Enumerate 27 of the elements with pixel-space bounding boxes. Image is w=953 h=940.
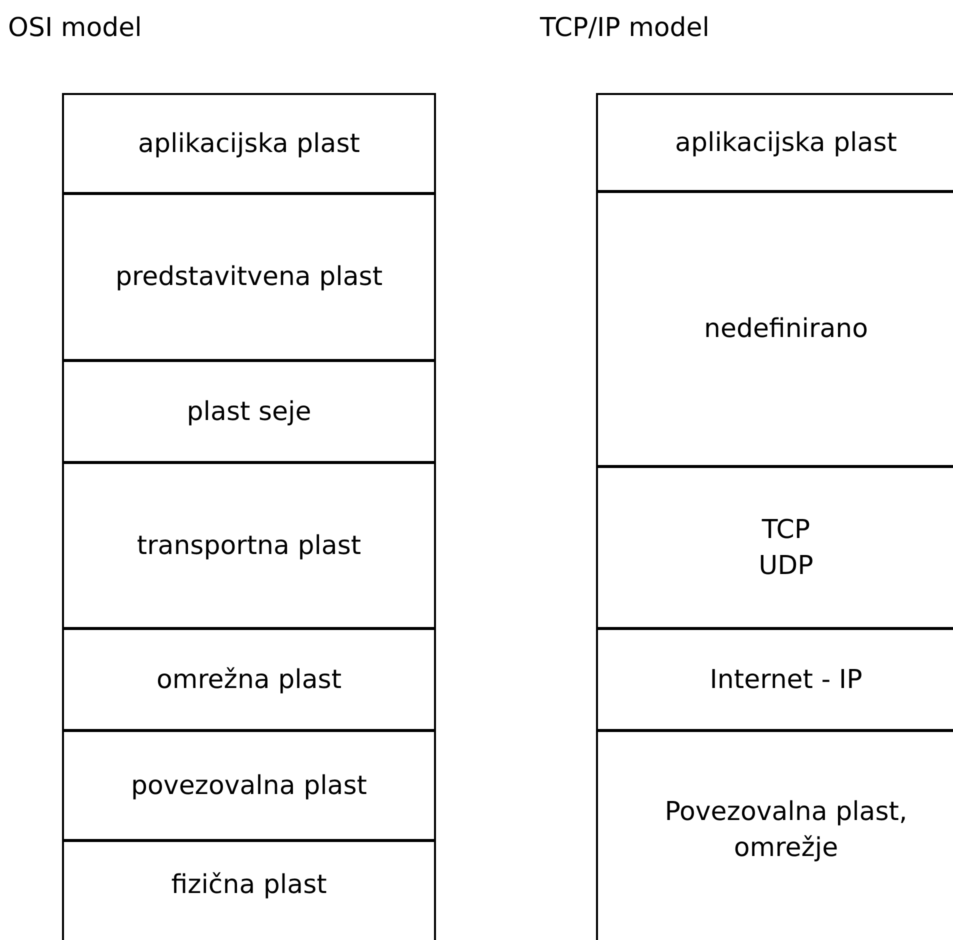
- layer-name: aplikacijska plast: [675, 126, 897, 160]
- layer-name: povezovalna plast: [131, 770, 367, 802]
- layer-box: [596, 93, 953, 192]
- layer-name: omrežna plast: [156, 664, 342, 696]
- layer-name: Internet - IP: [710, 664, 862, 696]
- layer-name: Povezovalna plast, omrežje: [664, 796, 908, 865]
- column-title: OSI model: [8, 12, 142, 44]
- layer-box: [62, 730, 436, 841]
- layer-box: [62, 628, 436, 731]
- layer-box: [62, 462, 436, 629]
- layer-box: [596, 628, 953, 731]
- layer-name: TCP: [762, 514, 810, 546]
- layer-box: [62, 840, 436, 940]
- layer-name: fizična plast: [171, 869, 327, 902]
- layer-name: UDP: [758, 550, 814, 582]
- layer-box: [62, 93, 436, 194]
- layer-box: [62, 193, 436, 361]
- layer-name: nedefinirano: [704, 313, 868, 346]
- layer-name: plast seje: [186, 396, 312, 428]
- layer-box: [596, 191, 953, 467]
- layer-name: aplikacijska plast: [138, 128, 360, 160]
- layer-box: [596, 730, 953, 940]
- layer-box: [62, 360, 436, 463]
- layer-name: predstavitvena plast: [115, 261, 383, 294]
- layer-box: [596, 466, 953, 629]
- column-title: TCP/IP model: [540, 12, 710, 44]
- layer-name: transportna plast: [136, 530, 362, 562]
